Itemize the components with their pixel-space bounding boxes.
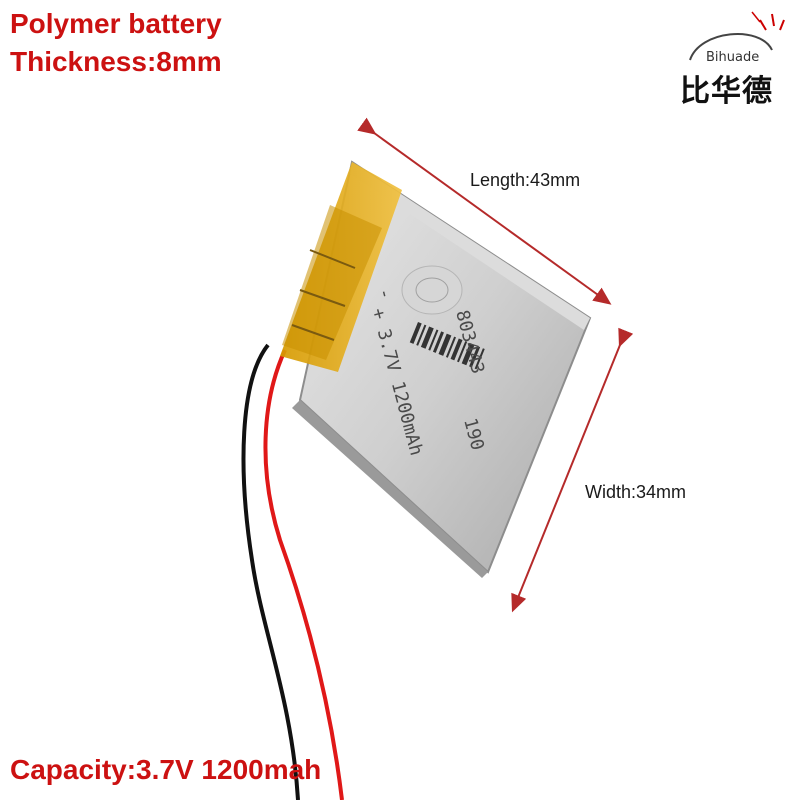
width-arrow [511,327,634,613]
product-title: Polymer battery [10,8,222,39]
quality-stamp [401,265,463,315]
thickness-label: Thickness:8mm [10,46,222,77]
brand-logo [689,11,785,61]
brand-chinese-name: 比华德 [680,74,773,109]
brand-name: Bihuade [706,50,760,65]
black-wire [241,343,300,800]
width-label: Width:34mm [585,482,687,502]
length-label: Length:43mm [470,170,581,190]
length-arrow [357,117,612,305]
barcode [409,322,485,370]
capacity-label: Capacity:3.7V 1200mah [10,754,322,785]
red-wire [263,349,344,800]
